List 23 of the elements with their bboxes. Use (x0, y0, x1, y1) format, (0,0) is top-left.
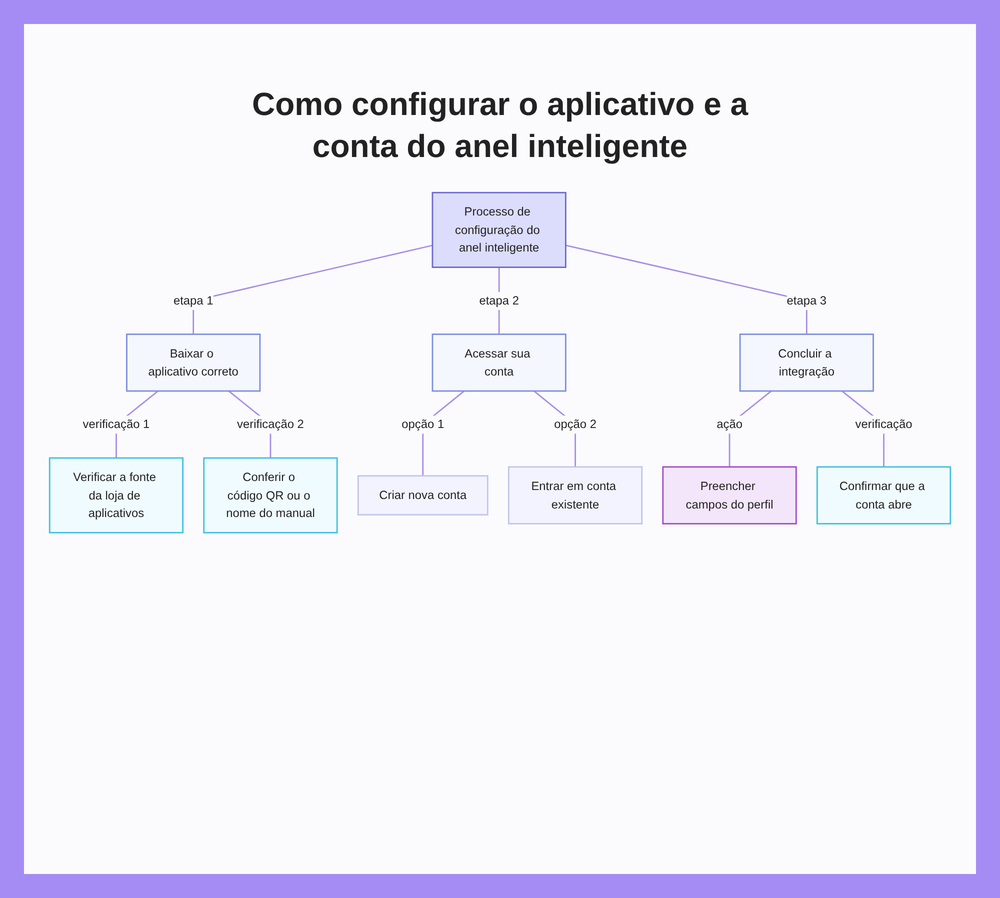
edge-label: verificação 2 (237, 418, 304, 432)
edge-label: opção 2 (554, 418, 596, 432)
edge-label: opção 1 (402, 418, 444, 432)
node-box (662, 466, 797, 525)
node-box (432, 334, 566, 392)
node-box (203, 457, 338, 534)
edge-label: etapa 1 (173, 294, 214, 308)
edge-label: verificação 1 (82, 418, 150, 432)
connector (566, 244, 808, 334)
edge-label: verificação (855, 418, 912, 432)
node-box (48, 457, 184, 534)
node-box (508, 466, 643, 525)
node-box (432, 192, 566, 268)
edge-label: ação (716, 418, 742, 432)
edge-label: etapa 2 (479, 294, 519, 308)
edge-label: etapa 3 (786, 294, 827, 308)
node-box (357, 475, 488, 516)
node-box (816, 466, 952, 525)
connector (192, 244, 433, 334)
node-box (126, 334, 261, 392)
node-box (739, 334, 874, 392)
card-background: Como configurar o aplicativo e a conta do anel inteligente etapa 1 etapa 2 etapa 3 verificação 1 verificação 2 opção 1 opção 2 ação verificação Processo de configuração do anel inteligente Baixar o aplicativo correto Acessar sua conta Concluir a integração Verificar a fonte da loja de aplicativos Conferir o código QR ou o nome do manual Criar nova conta Entrar em conta existente Preencher campos do perfil Confirmar que a conta abre (24, 24, 976, 874)
title: Como configurar o aplicativo e a conta do anel inteligente (250, 85, 750, 166)
